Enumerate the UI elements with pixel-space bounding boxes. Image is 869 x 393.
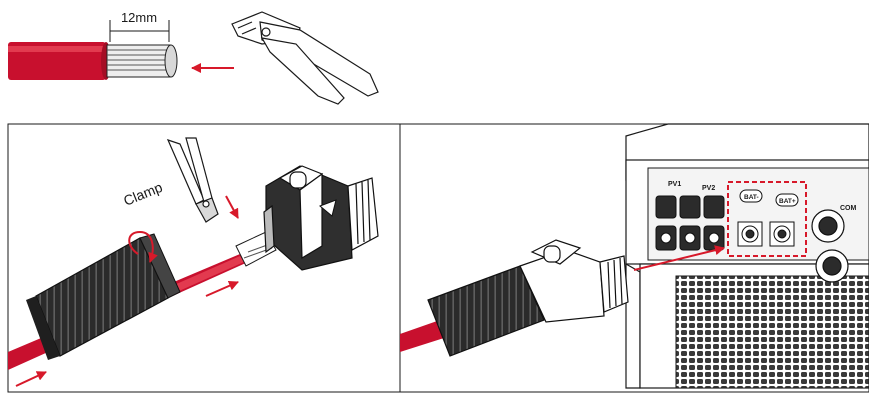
clamp-tool-icon: [168, 138, 218, 222]
port-label-com: COM: [840, 205, 857, 212]
wire-stripper-tool-icon: [232, 12, 378, 104]
push-arrow-middle: [206, 282, 238, 296]
port-label-bat-plus: BAT+: [779, 198, 796, 205]
step1-strip-wire: 12mm: [8, 10, 378, 104]
port-label-pv2: PV2: [702, 185, 715, 192]
gland-nut: [26, 234, 180, 360]
strip-length-label: 12mm: [121, 10, 157, 25]
clamp-arrow: [226, 196, 238, 218]
clamp-label: Clamp: [121, 179, 165, 209]
strip-length-dimension: 12mm: [110, 10, 169, 42]
ventilation-grille: [676, 276, 869, 388]
port-label-pv1: PV1: [668, 181, 681, 188]
step3-insert-port: PV1 PV2 BAT- BAT+ COM: [400, 124, 869, 388]
stripped-red-cable: [8, 42, 177, 80]
step2-crimp-assemble: Clamp: [8, 138, 378, 386]
battery-connector: [428, 240, 628, 356]
connector-housing: [264, 166, 378, 270]
port-label-bat-minus: BAT-: [744, 194, 759, 201]
push-arrow-lower: [16, 372, 46, 386]
